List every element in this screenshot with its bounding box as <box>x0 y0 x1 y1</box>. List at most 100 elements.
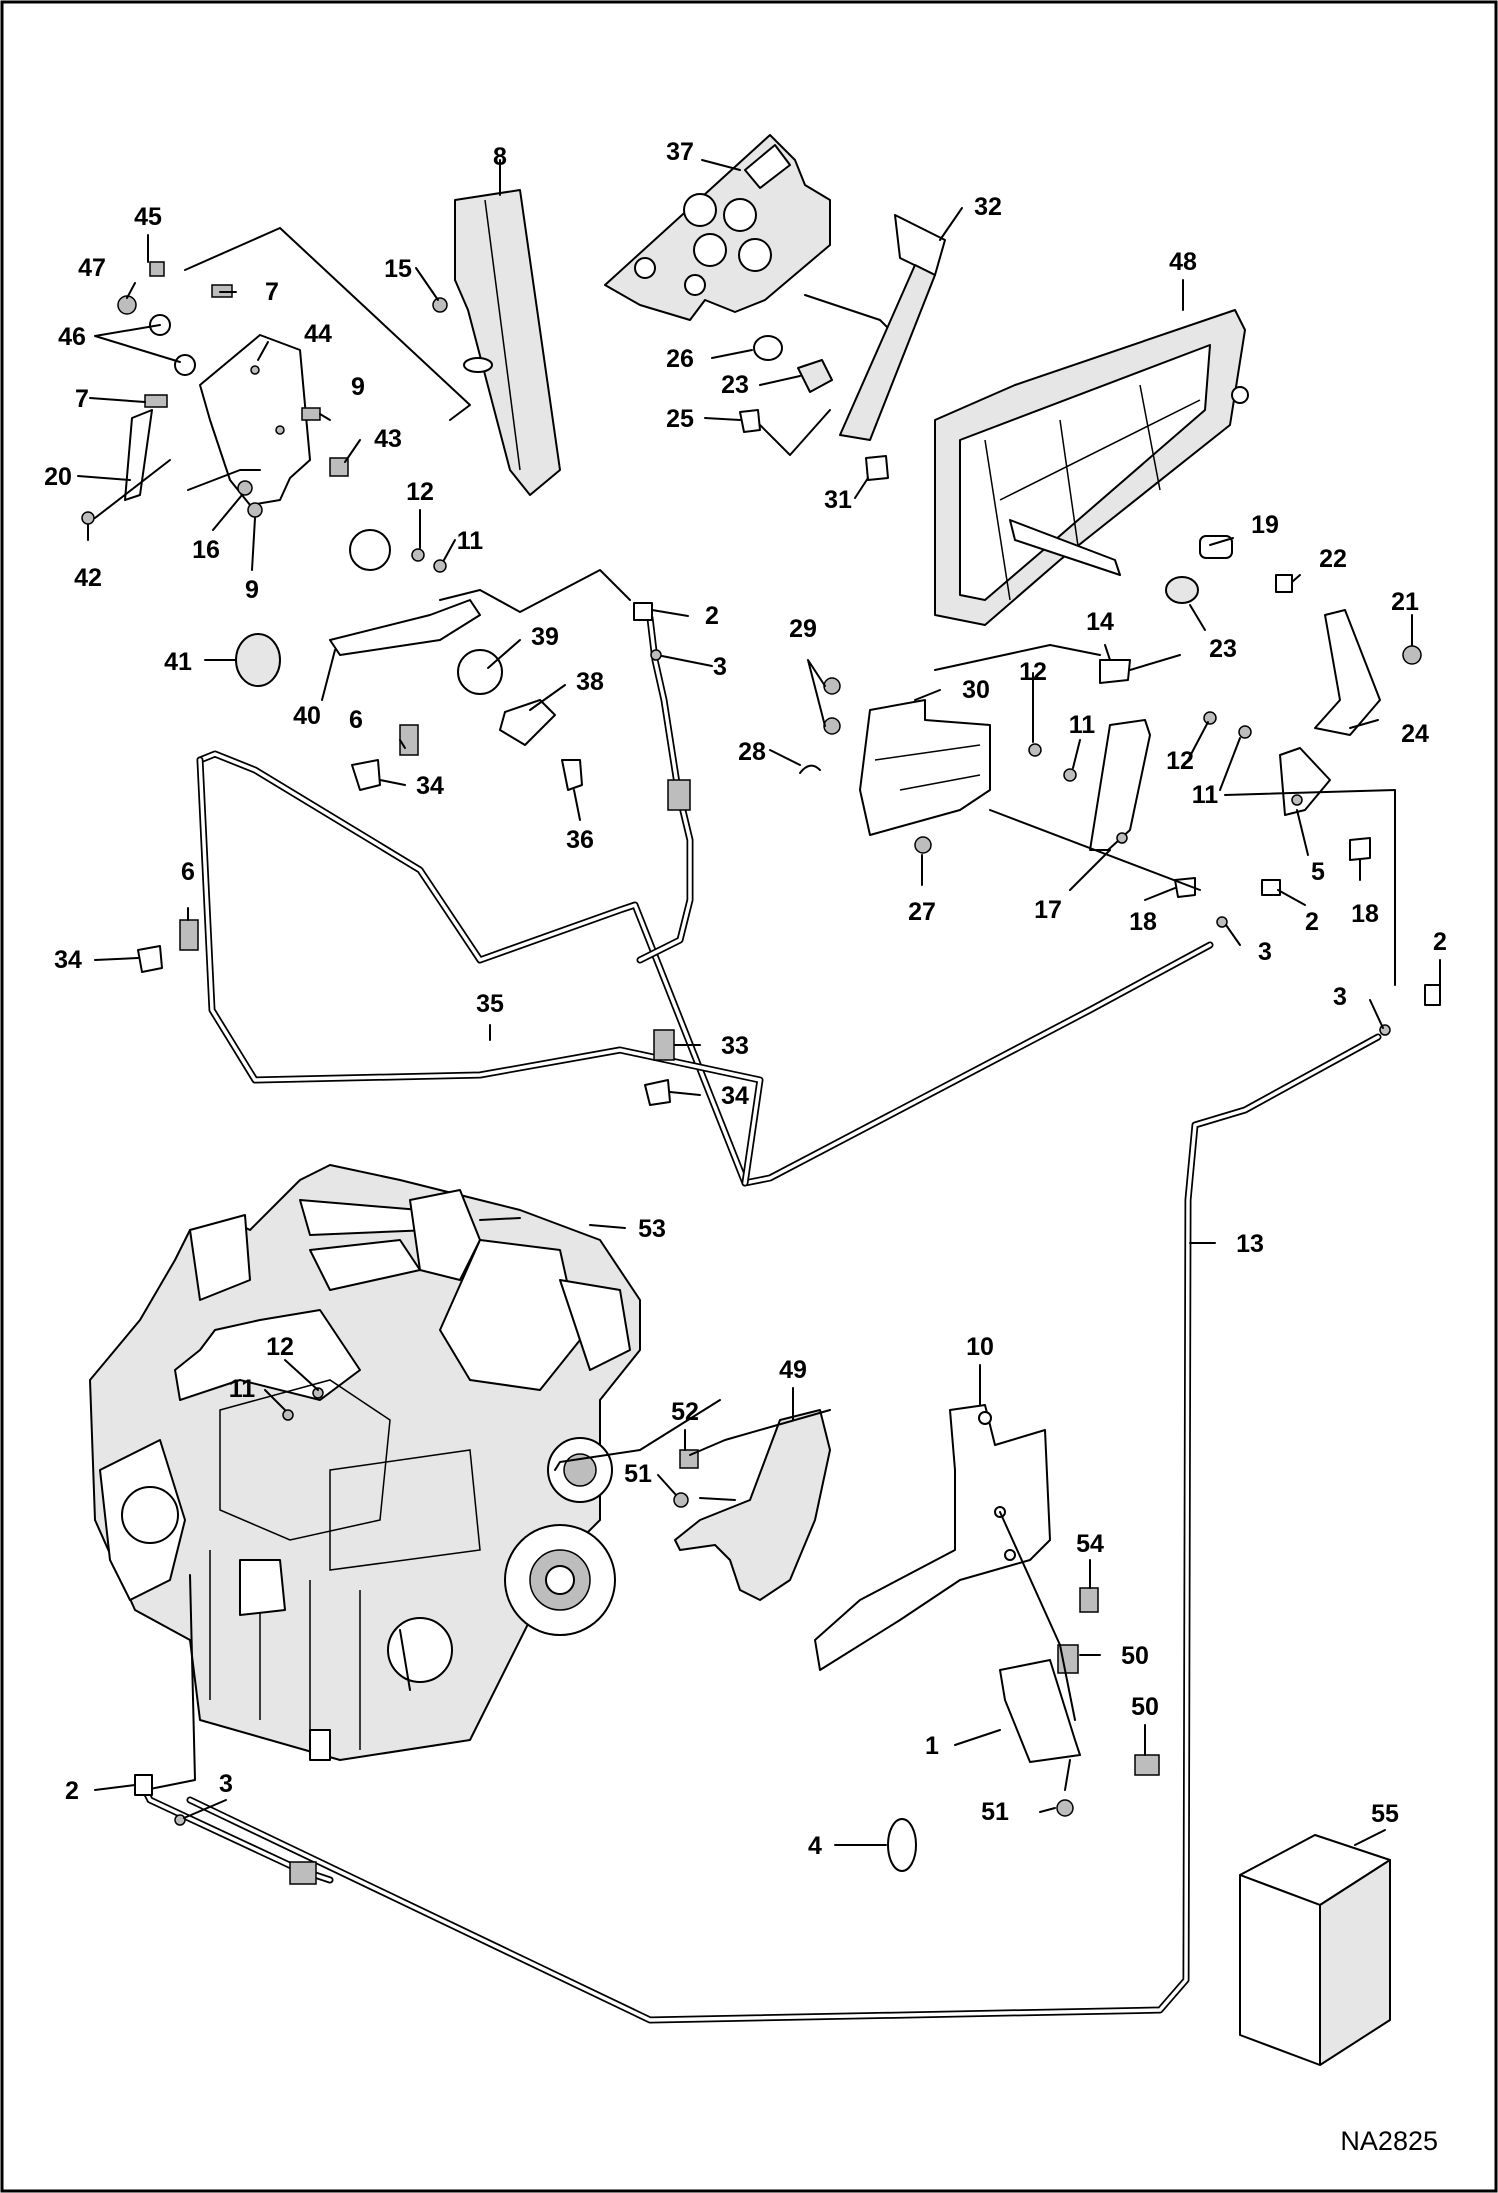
lever-5 <box>1279 747 1331 816</box>
callout-3: 3 <box>713 653 727 681</box>
callout-51: 51 <box>981 1798 1009 1826</box>
bolt-33 <box>653 1029 675 1061</box>
callout-12: 12 <box>406 478 434 506</box>
callout-31: 31 <box>824 486 852 514</box>
nut-12 <box>411 548 425 562</box>
washer-39 <box>349 529 391 571</box>
callout-18: 18 <box>1129 908 1157 936</box>
callout-3: 3 <box>1258 938 1272 966</box>
callout-12: 12 <box>1019 658 1047 686</box>
bolt-9 <box>301 407 321 421</box>
nut-27 <box>914 836 932 854</box>
rod-end-2 <box>633 602 653 621</box>
nut-15 <box>432 297 448 313</box>
rod-end-2 <box>1261 879 1281 896</box>
bracket-44 <box>199 334 311 506</box>
bolt-16 <box>237 480 253 496</box>
callout-13: 13 <box>1236 1230 1264 1258</box>
callout-1: 1 <box>925 1732 939 1760</box>
cable-ferrule <box>289 1861 317 1885</box>
callout-53: 53 <box>638 1215 666 1243</box>
callout-11: 11 <box>229 1375 256 1403</box>
callout-4: 4 <box>808 1832 822 1860</box>
nut-29 <box>823 717 841 735</box>
callout-26: 26 <box>666 345 694 373</box>
callout-10: 10 <box>966 1333 994 1361</box>
callout-43: 43 <box>374 425 402 453</box>
nut-51 <box>673 1492 689 1508</box>
callout-12: 12 <box>1166 747 1194 775</box>
callout-24: 24 <box>1401 720 1429 748</box>
washer-11 <box>1238 725 1252 739</box>
callout-50: 50 <box>1121 1642 1149 1670</box>
washer-11 <box>433 559 447 573</box>
callout-23: 23 <box>721 371 749 399</box>
callout-50: 50 <box>1131 1693 1159 1721</box>
nut-12 <box>1028 743 1042 757</box>
rod-end-2 <box>1424 984 1441 1006</box>
callout-11: 11 <box>1192 781 1219 809</box>
callout-44: 44 <box>304 320 332 348</box>
callout-21: 21 <box>1391 588 1419 616</box>
clip-7 <box>144 394 168 408</box>
washer-11 <box>282 1409 294 1421</box>
nut-43 <box>329 457 349 477</box>
callout-14: 14 <box>1086 608 1114 636</box>
callout-48: 48 <box>1169 248 1197 276</box>
rod-end-2 <box>134 1774 153 1796</box>
assembly-lever-bracket <box>633 602 1441 1036</box>
callout-39: 39 <box>531 623 559 651</box>
callout-38: 38 <box>576 668 604 696</box>
bolt-31 <box>865 455 889 481</box>
bracket-10 <box>814 1404 1051 1671</box>
callout-19: 19 <box>1251 511 1279 539</box>
bolt-6 <box>399 724 419 756</box>
callout-9: 9 <box>351 373 365 401</box>
nut-21 <box>1402 645 1422 665</box>
cable-13 <box>186 1033 1382 2024</box>
callout-16: 16 <box>192 536 220 564</box>
callout-42: 42 <box>74 564 102 592</box>
callout-2: 2 <box>65 1777 79 1805</box>
clip-28 <box>799 764 821 774</box>
kit-box-55 <box>1239 1834 1391 2066</box>
callout-6: 6 <box>349 706 363 734</box>
callout-28: 28 <box>738 738 766 766</box>
callout-22: 22 <box>1319 545 1347 573</box>
callout-34: 34 <box>416 772 444 800</box>
bushing-23 <box>797 359 833 393</box>
assembly-mount-brackets <box>673 1404 1160 1872</box>
nut-12 <box>1203 711 1217 725</box>
pedal-arm <box>839 264 936 441</box>
nut-3 <box>1216 916 1228 928</box>
nut-51 <box>1056 1799 1074 1817</box>
lever-17 <box>1089 719 1151 851</box>
nut-3 <box>174 1814 186 1826</box>
shield-49 <box>674 1409 831 1601</box>
callout-3: 3 <box>1333 983 1347 1011</box>
callout-32: 32 <box>974 193 1002 221</box>
nut-3 <box>650 649 662 661</box>
spacer-22 <box>1275 574 1293 593</box>
cable-ferrule <box>667 779 691 811</box>
callout-11: 11 <box>1069 711 1096 739</box>
pedal-plate-37 <box>604 134 831 321</box>
assembly-panel-48 <box>934 309 1422 736</box>
callout-54: 54 <box>1076 1530 1104 1558</box>
callout-18: 18 <box>1351 900 1379 928</box>
bolt-18 <box>1349 837 1371 861</box>
bushing-23 <box>1165 576 1199 604</box>
spring-14 <box>1099 659 1131 684</box>
callout-3: 3 <box>219 1770 233 1798</box>
callout-47: 47 <box>78 254 106 282</box>
bolt-54 <box>1079 1587 1099 1613</box>
callout-20: 20 <box>44 463 72 491</box>
callout-5: 5 <box>1311 858 1325 886</box>
pin-36 <box>561 759 583 791</box>
clamp-4 <box>887 1818 917 1872</box>
callout-49: 49 <box>779 1356 807 1384</box>
bolt-50 <box>1057 1644 1079 1674</box>
